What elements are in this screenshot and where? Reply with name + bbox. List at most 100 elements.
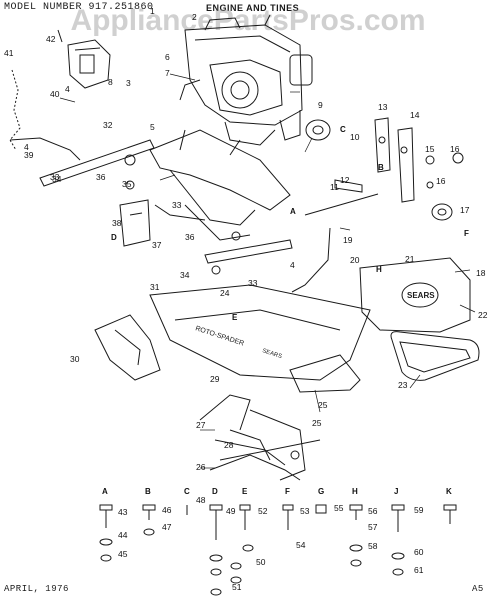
frame-assembly bbox=[149, 129, 291, 241]
callout-42: 42 bbox=[46, 34, 56, 44]
callout-17: 17 bbox=[460, 205, 470, 215]
callout-10: 10 bbox=[350, 132, 360, 142]
hardware-letter-F: F bbox=[285, 487, 290, 496]
rod-39 bbox=[9, 137, 81, 161]
callout-57: 57 bbox=[368, 522, 378, 532]
callout-37: 37 bbox=[152, 240, 162, 250]
nut-16-b bbox=[452, 152, 464, 164]
callout-44: 44 bbox=[118, 530, 128, 540]
nut-16-a bbox=[425, 155, 435, 165]
callout-16: 16 bbox=[450, 144, 460, 154]
bolt-36-a bbox=[231, 231, 241, 241]
callout-33: 33 bbox=[50, 172, 60, 182]
callout-2: 2 bbox=[192, 12, 197, 22]
callout-43: 43 bbox=[118, 507, 128, 517]
watermark-logo: AppliancePartsPros.com bbox=[70, 4, 426, 37]
callout-55: 55 bbox=[334, 503, 344, 513]
callout-33: 33 bbox=[248, 278, 258, 288]
callout-56: 56 bbox=[368, 506, 378, 516]
bolt-35 bbox=[125, 180, 135, 190]
lever-21 bbox=[291, 227, 331, 293]
bracket-13-14 bbox=[374, 117, 415, 203]
callout-53: 53 bbox=[300, 506, 310, 516]
callout-3: 3 bbox=[126, 78, 131, 88]
callout-35: 35 bbox=[122, 179, 132, 189]
callout-14: 14 bbox=[410, 110, 420, 120]
callout-4: 4 bbox=[24, 142, 29, 152]
callout-33: 33 bbox=[172, 200, 182, 210]
callout-1: 1 bbox=[150, 6, 155, 16]
hardware-row bbox=[99, 504, 457, 596]
pulley-10 bbox=[305, 119, 331, 141]
callout-20: 20 bbox=[350, 255, 360, 265]
callout-15: 15 bbox=[425, 144, 435, 154]
bar-34-lower bbox=[204, 239, 293, 264]
engine-assembly bbox=[179, 14, 313, 146]
svg-text:SEARS: SEARS bbox=[261, 348, 282, 360]
callout-27: 27 bbox=[196, 420, 206, 430]
callout-36: 36 bbox=[96, 172, 106, 182]
hardware-letter-G: G bbox=[318, 487, 324, 496]
callout-54: 54 bbox=[296, 540, 306, 550]
bolt-12 bbox=[334, 179, 363, 193]
callout-9: 9 bbox=[318, 100, 323, 110]
callout-30: 30 bbox=[70, 354, 80, 364]
callout-23: 23 bbox=[398, 380, 408, 390]
callout-24: 24 bbox=[220, 288, 230, 298]
belt-24 bbox=[390, 331, 480, 381]
tines-assembly bbox=[199, 394, 321, 481]
diagram-label-F: F bbox=[464, 229, 469, 238]
diagram-title: ENGINE AND TINES bbox=[206, 3, 300, 13]
callout-12: 12 bbox=[340, 175, 350, 185]
hardware-letter-E: E bbox=[242, 487, 248, 496]
callout-19: 19 bbox=[343, 235, 353, 245]
callout-26: 26 bbox=[196, 462, 206, 472]
shield-31 bbox=[94, 314, 161, 381]
callout-21: 21 bbox=[405, 254, 415, 264]
callout-8: 8 bbox=[108, 77, 113, 87]
diagram-label-E: E bbox=[232, 313, 238, 322]
hardware-letter-C: C bbox=[184, 487, 190, 496]
hardware-letter-D: D bbox=[212, 487, 218, 496]
callout-25: 25 bbox=[312, 418, 322, 428]
callout-50: 50 bbox=[256, 557, 266, 567]
bolt-36-b bbox=[124, 154, 136, 166]
svg-text:ROTO-SPADER: ROTO-SPADER bbox=[194, 325, 244, 347]
hardware-letter-J: J bbox=[394, 487, 398, 496]
footer-page-number: A5 bbox=[472, 584, 484, 594]
callout-61: 61 bbox=[414, 565, 424, 575]
link-37 bbox=[154, 204, 206, 221]
svg-text:SEARS: SEARS bbox=[407, 291, 435, 300]
callout-49: 49 bbox=[226, 506, 236, 516]
rod-11 bbox=[304, 193, 379, 216]
callout-51: 51 bbox=[232, 582, 242, 592]
hardware-letter-K: K bbox=[446, 487, 452, 496]
bracket-38 bbox=[119, 199, 151, 247]
footer-date: APRIL, 1976 bbox=[4, 584, 69, 594]
callout-31: 31 bbox=[150, 282, 160, 292]
callout-36: 36 bbox=[185, 232, 195, 242]
belt-guard-22: SEARS bbox=[359, 257, 471, 333]
callout-38: 38 bbox=[112, 218, 122, 228]
callout-11: 11 bbox=[330, 182, 339, 192]
callout-58: 58 bbox=[368, 541, 378, 551]
bracket-assembly-3 bbox=[57, 29, 111, 89]
callout-41: 41 bbox=[4, 48, 14, 58]
idler-18 bbox=[431, 203, 453, 221]
tine-shield-30: ROTO-SPADER SEARS bbox=[149, 284, 371, 381]
callout-47: 47 bbox=[162, 522, 172, 532]
callout-7: 7 bbox=[165, 68, 170, 78]
callout-29: 29 bbox=[210, 374, 220, 384]
callout-48: 48 bbox=[196, 495, 206, 505]
callout-16: 16 bbox=[436, 176, 446, 186]
model-number: MODEL NUMBER 917.251860 bbox=[4, 2, 154, 13]
callout-25: 25 bbox=[318, 400, 328, 410]
callout-59: 59 bbox=[414, 505, 424, 515]
callout-13: 13 bbox=[378, 102, 388, 112]
diagram-label-H: H bbox=[376, 265, 382, 274]
cable-41 bbox=[9, 69, 21, 151]
